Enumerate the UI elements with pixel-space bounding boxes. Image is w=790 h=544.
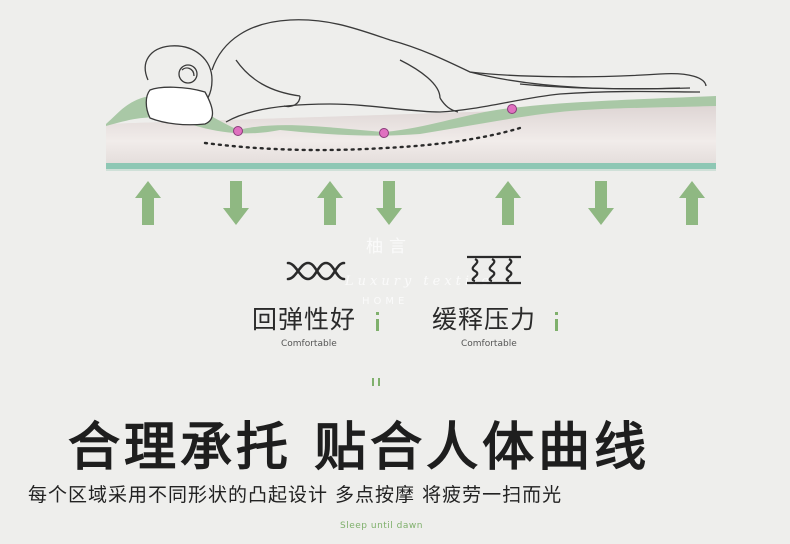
headline: 合理承托 贴合人体曲线	[68, 418, 651, 478]
feature-title-rebound: 回弹性好	[252, 305, 357, 334]
support-arrows	[135, 181, 705, 225]
arrow-up-icon	[679, 181, 705, 225]
sleeper-figure	[144, 19, 707, 126]
accent-bar-1	[376, 319, 379, 331]
accent-dot-1	[376, 312, 379, 315]
footer-tag: Sleep until dawn	[340, 521, 423, 531]
support-curve	[203, 126, 522, 152]
subline: 每个区域采用不同形状的凸起设计 多点按摩 将疲劳一扫而光	[28, 484, 563, 506]
arrow-down-icon	[223, 181, 249, 225]
mattress-base-band	[106, 163, 716, 169]
feature-title-pressure: 缓释压力	[432, 305, 537, 334]
watermark-brand-cn: 柚言	[366, 237, 412, 257]
mattress	[106, 94, 716, 171]
feature-sub-pressure: Comfortable	[461, 339, 517, 349]
feature-sub-rebound: Comfortable	[281, 339, 337, 349]
pressure-point-waist	[379, 128, 389, 138]
pressure-point-leg	[507, 104, 517, 114]
wave-spring-icon	[286, 261, 346, 281]
arrow-up-icon	[495, 181, 521, 225]
accent-dot-2	[555, 312, 558, 315]
coil-spring-icon	[467, 255, 521, 285]
pressure-points	[233, 104, 517, 138]
arrow-down-icon	[376, 181, 402, 225]
divider-mark-left	[372, 378, 374, 386]
pressure-point-shoulder	[233, 126, 243, 136]
mattress-illustration	[106, 19, 716, 225]
watermark-brand-en: Luxury textile	[345, 274, 493, 289]
arrow-down-icon	[588, 181, 614, 225]
arrow-up-icon	[317, 181, 343, 225]
watermark-home: HOME	[362, 296, 409, 307]
accent-bar-2	[555, 319, 558, 331]
arrow-up-icon	[135, 181, 161, 225]
divider-mark-right	[378, 378, 380, 386]
